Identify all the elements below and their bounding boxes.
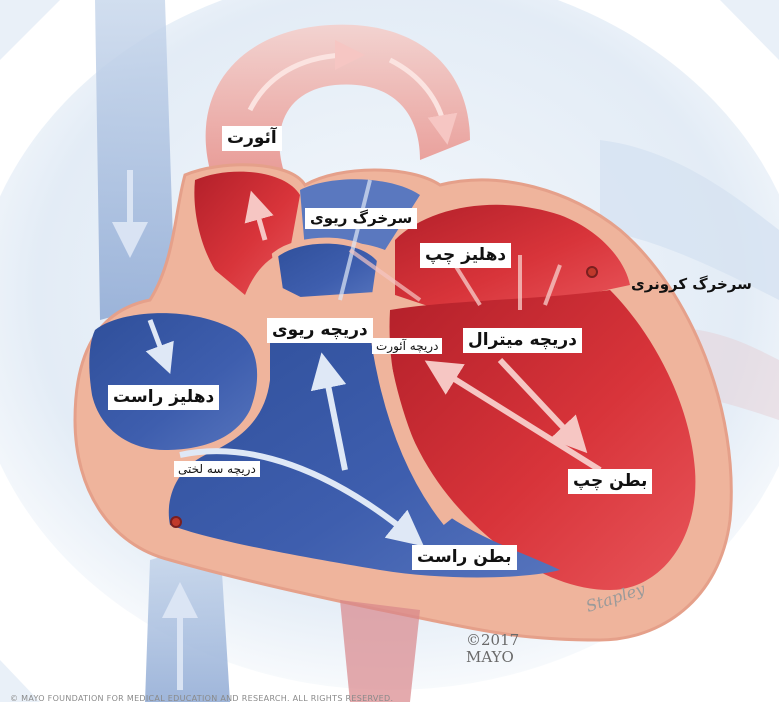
label-coronary-artery: سرخرگ کرونری	[626, 274, 757, 295]
descending-aorta	[340, 600, 420, 702]
label-tricuspid-valve: دریچه سه لختی	[174, 461, 260, 477]
copyright-owner: MAYO	[466, 649, 519, 666]
label-aorta: آئورت	[222, 126, 282, 151]
footer-rights-notice: © MAYO FOUNDATION FOR MEDICAL EDUCATION …	[10, 694, 393, 702]
copyright-year: ©2017	[466, 632, 519, 649]
label-left-atrium: دهلیز چپ	[420, 243, 511, 268]
label-pulmonary-valve: دریچه ریوی	[267, 318, 373, 343]
copyright-block: ©2017 MAYO	[466, 632, 519, 667]
label-aortic-valve: دریچه آئورت	[372, 338, 442, 354]
label-left-ventricle: بطن چپ	[568, 469, 652, 494]
label-right-ventricle: بطن راست	[412, 545, 517, 570]
label-right-atrium: دهلیز راست	[108, 385, 219, 410]
right-atrium-chamber	[89, 313, 257, 450]
label-pulmonary-artery: سرخرگ ریوی	[305, 208, 417, 229]
label-mitral-valve: دریچه میترال	[463, 328, 582, 353]
pulmonary-trunk	[275, 241, 380, 300]
